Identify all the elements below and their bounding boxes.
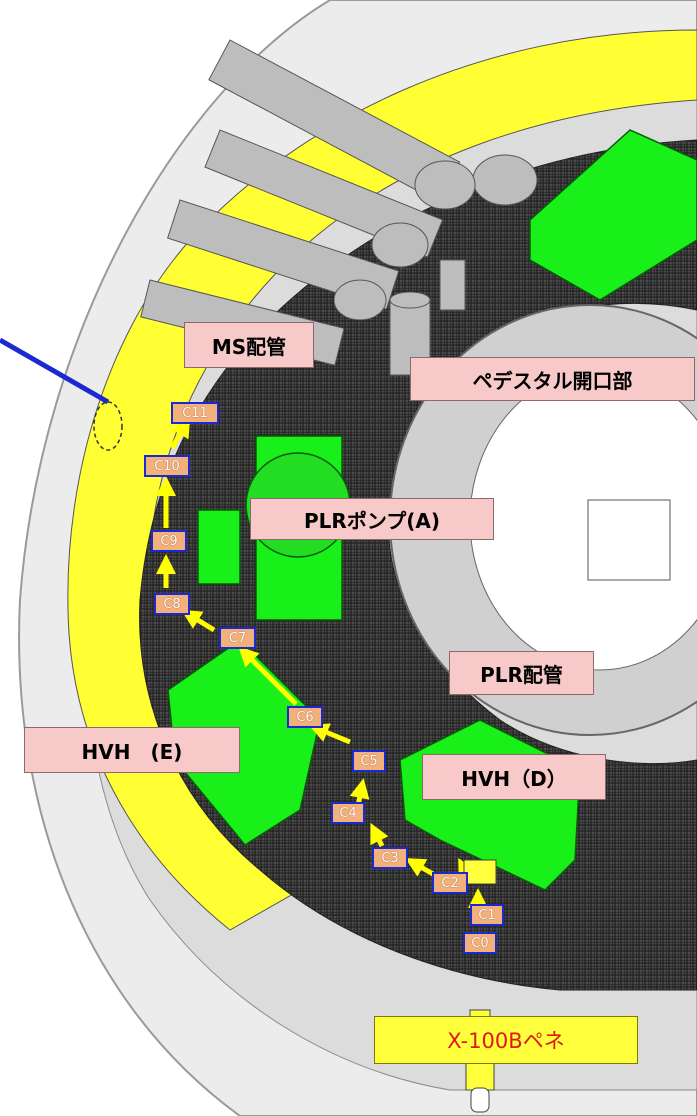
- pedestal-opening-label: ペデスタル開口部: [410, 357, 695, 401]
- route-point-c10: C10: [144, 455, 190, 477]
- penetration-cap: [470, 1087, 490, 1113]
- route-point-c5: C5: [352, 750, 386, 772]
- target-marker: [93, 401, 123, 451]
- route-point-c3: C3: [372, 847, 408, 869]
- plr-piping-label: PLR配管: [449, 651, 594, 695]
- plr-pump-motor: [197, 509, 241, 585]
- route-point-c11: C11: [171, 402, 219, 424]
- plr-pump-a-label: PLRポンプ(A): [250, 498, 494, 540]
- pedestal-door: [587, 499, 671, 581]
- ms-piping-label: MS配管: [184, 322, 314, 368]
- penetration-pipe-lower: [465, 1059, 495, 1091]
- route-point-c8: C8: [154, 593, 190, 615]
- route-point-c0: C0: [463, 932, 497, 954]
- route-point-c2: C2: [432, 872, 468, 894]
- penetration-collar: [463, 859, 497, 885]
- penetration-label: X-100Bペネ: [374, 1016, 638, 1064]
- hvh-top-unit: [529, 129, 697, 301]
- route-point-c9: C9: [151, 530, 187, 552]
- route-point-c1: C1: [470, 904, 504, 926]
- route-point-c6: C6: [287, 706, 323, 728]
- route-point-c4: C4: [331, 802, 365, 824]
- hvh-e-label: HVH (E): [24, 727, 240, 773]
- route-point-c7: C7: [219, 627, 256, 649]
- route-path: [156, 417, 488, 912]
- hvh-d-label: HVH（D）: [422, 754, 606, 800]
- pointer-line: [0, 337, 110, 405]
